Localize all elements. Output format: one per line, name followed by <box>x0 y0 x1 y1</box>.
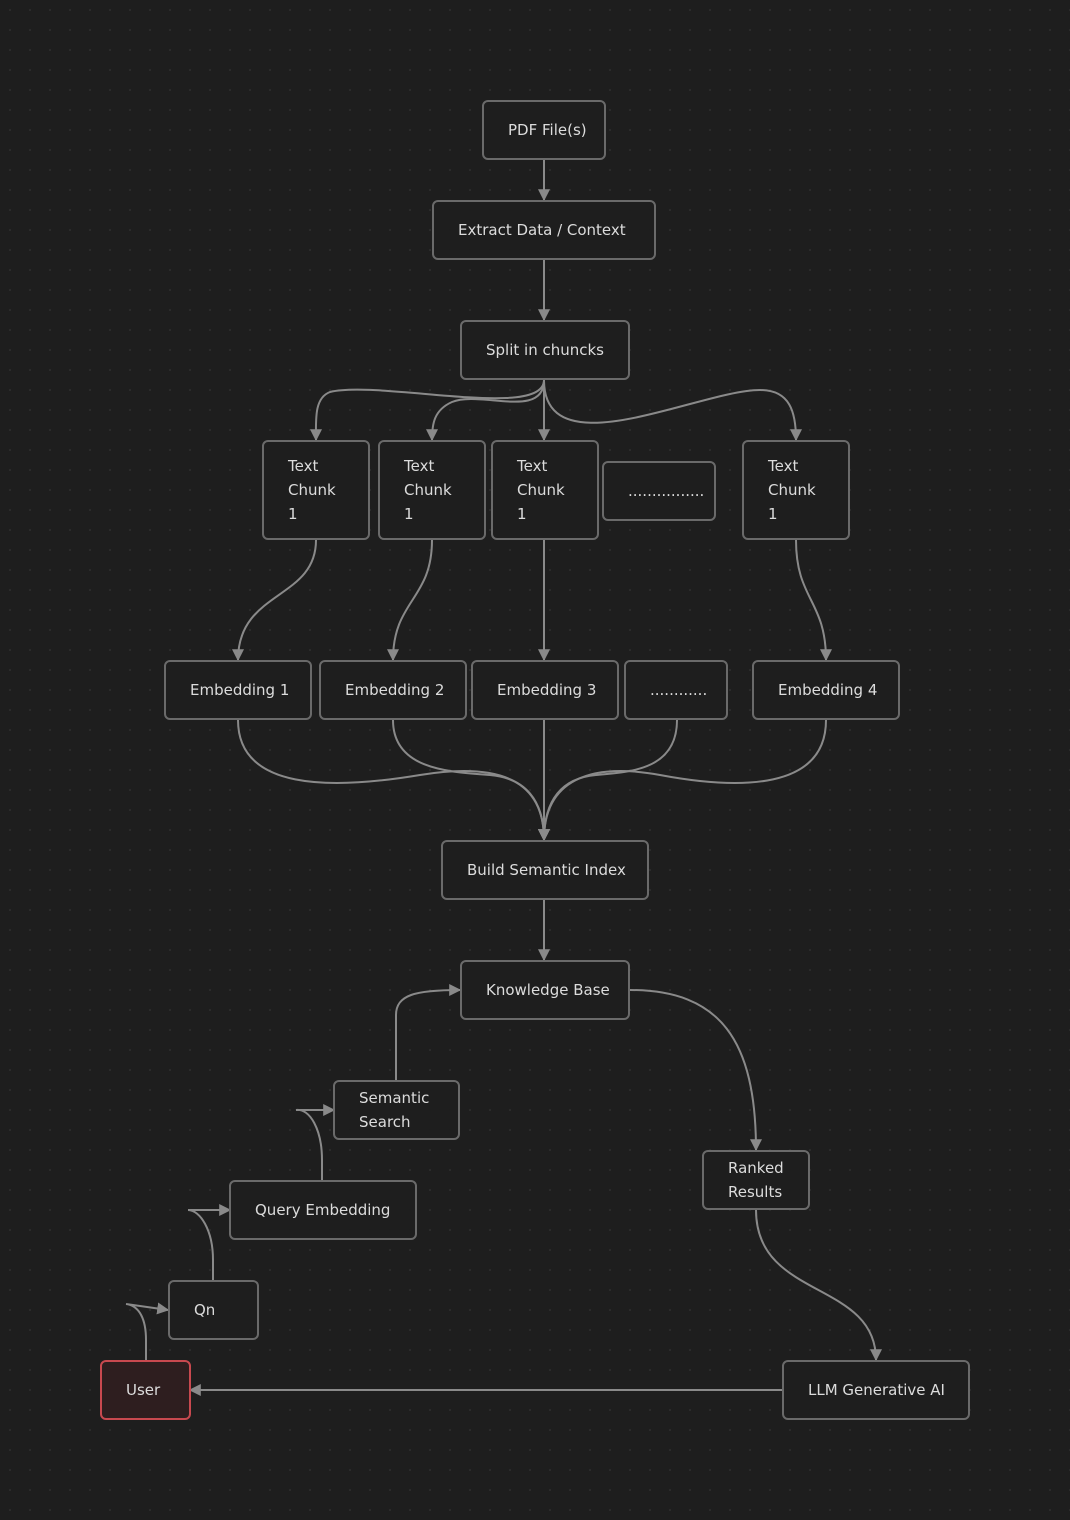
node-embedding[interactable]: Embedding 4 <box>752 660 900 720</box>
node-pdf-files[interactable]: PDF File(s) <box>482 100 606 160</box>
node-text-chunk[interactable]: Text Chunk 1 <box>742 440 850 540</box>
node-label: Knowledge Base <box>486 981 610 999</box>
node-label: Split in chuncks <box>486 341 604 359</box>
node-label: LLM Generative AI <box>808 1381 945 1399</box>
node-label: Qn <box>194 1301 216 1319</box>
node-label: PDF File(s) <box>508 121 587 139</box>
node-label: Query Embedding <box>255 1201 391 1219</box>
edge-search-kb <box>395 984 462 1080</box>
edge-emb2-index <box>392 719 550 842</box>
node-label: Text Chunk 1 <box>288 457 336 523</box>
node-build-semantic-index[interactable]: Build Semantic Index <box>441 840 649 900</box>
node-label: Embedding 2 <box>345 681 445 699</box>
edge-split-chunk1 <box>309 379 545 442</box>
node-embedding[interactable]: Embedding 1 <box>164 660 312 720</box>
edge-split-chunk4 <box>543 379 802 442</box>
edge-ranked-llm <box>755 1209 882 1362</box>
node-query-embedding[interactable]: Query Embedding <box>229 1180 417 1240</box>
edge-emb4-index <box>538 719 827 842</box>
edge-split-chunk2 <box>426 379 545 442</box>
edge-chunk2-emb2 <box>387 539 433 662</box>
node-user[interactable]: User <box>100 1360 191 1420</box>
node-llm-generative-ai[interactable]: LLM Generative AI <box>782 1360 970 1420</box>
edge-user-qn <box>125 1302 170 1360</box>
node-text-chunk[interactable]: Text Chunk 1 <box>262 440 370 540</box>
node-label: Text Chunk 1 <box>517 457 565 523</box>
node-label: Text Chunk 1 <box>404 457 452 523</box>
node-label: Semantic Search <box>359 1089 430 1131</box>
edge-embmore-index <box>538 719 678 842</box>
node-embedding-ellipsis[interactable]: ............ <box>624 660 728 720</box>
node-label: Embedding 4 <box>778 681 878 699</box>
edge-query-search <box>295 1104 336 1180</box>
node-chunk-ellipsis[interactable]: ................ <box>602 461 716 521</box>
node-label: ................ <box>628 482 705 500</box>
node-label: Ranked Results <box>728 1159 784 1201</box>
node-label: ............ <box>650 681 708 699</box>
node-text-chunk[interactable]: Text Chunk 1 <box>491 440 599 540</box>
node-ranked-results[interactable]: Ranked Results <box>702 1150 810 1210</box>
node-label: Embedding 1 <box>190 681 290 699</box>
node-embedding[interactable]: Embedding 2 <box>319 660 467 720</box>
node-extract-data[interactable]: Extract Data / Context <box>432 200 656 260</box>
edge-chunk1-emb1 <box>232 539 317 662</box>
edge-qn-query <box>187 1204 232 1280</box>
node-text-chunk[interactable]: Text Chunk 1 <box>378 440 486 540</box>
node-embedding[interactable]: Embedding 3 <box>471 660 619 720</box>
node-label: Build Semantic Index <box>467 861 626 879</box>
node-label: Extract Data / Context <box>458 221 626 239</box>
edge-chunk4-emb4 <box>795 539 832 662</box>
node-semantic-search[interactable]: Semantic Search <box>333 1080 460 1140</box>
node-label: Text Chunk 1 <box>768 457 816 523</box>
edge-emb1-index <box>237 719 550 842</box>
node-knowledge-base[interactable]: Knowledge Base <box>460 960 630 1020</box>
node-label: Embedding 3 <box>497 681 597 699</box>
node-qn[interactable]: Qn <box>168 1280 259 1340</box>
node-split-chunks[interactable]: Split in chuncks <box>460 320 630 380</box>
node-label: User <box>126 1381 161 1399</box>
edge-kb-ranked <box>629 989 762 1152</box>
